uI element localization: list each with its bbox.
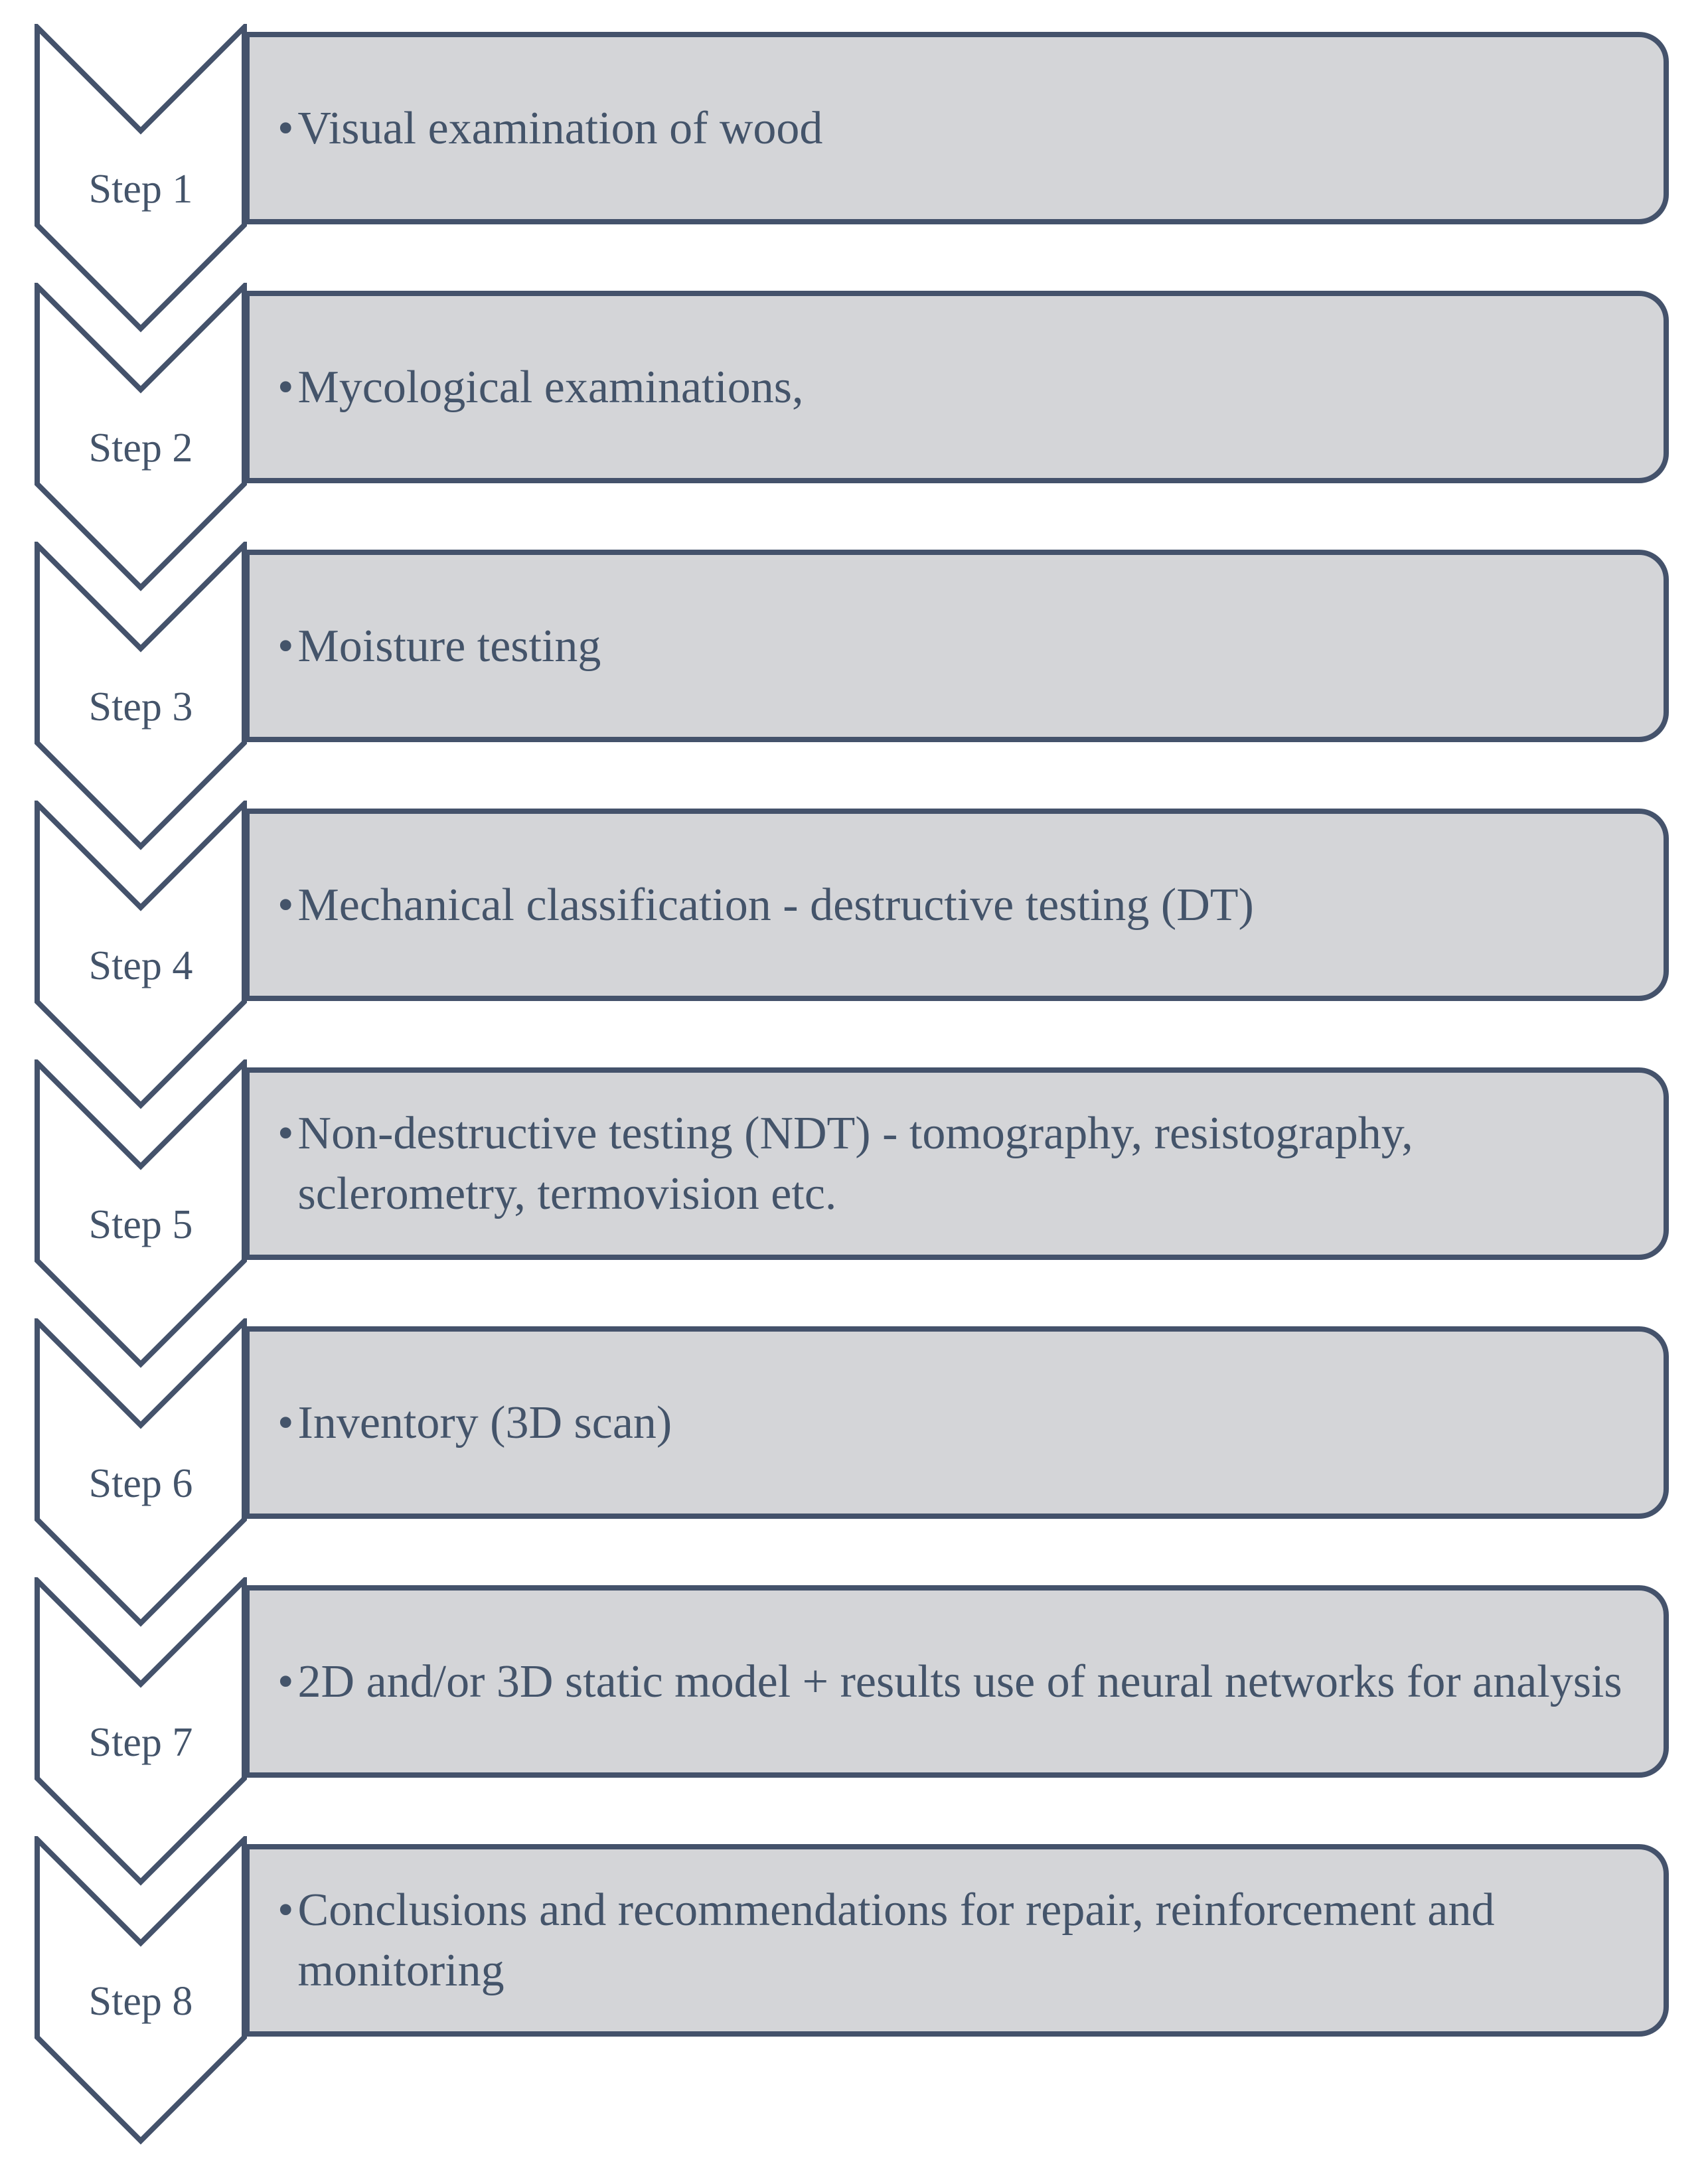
bullet-icon: • <box>277 1885 294 1936</box>
process-step-6: Step 6 • Inventory (3D scan) <box>0 1294 1708 1627</box>
bullet-icon: • <box>277 361 294 413</box>
chevron-arrow-icon <box>35 801 247 1109</box>
step-label: Step 1 <box>88 167 193 212</box>
step-description: Visual examination of wood <box>297 102 823 154</box>
step-description: Moisture testing <box>297 620 601 672</box>
process-step-5: Step 5 • Non-destructive testing (NDT) -… <box>0 1036 1708 1368</box>
process-step-3: Step 3 • Moisture testing <box>0 518 1708 850</box>
chevron-arrow-icon <box>35 1318 247 1627</box>
step-description: Inventory (3D scan) <box>297 1397 672 1448</box>
bullet-item: • Conclusions and recommendations for re… <box>277 1880 1627 2001</box>
step-label: Step 2 <box>88 426 193 471</box>
step-description: Conclusions and recommendations for repa… <box>297 1885 1495 1996</box>
chevron-arrow-icon <box>35 1577 247 1886</box>
step-box: • Mycological examinations, <box>244 291 1669 483</box>
chevron-arrow-icon <box>35 24 247 333</box>
step-label: Step 4 <box>88 943 193 988</box>
bullet-item: • Moisture testing <box>277 616 1627 676</box>
step-description: Mechanical classification - destructive … <box>297 879 1254 931</box>
step-label: Step 5 <box>88 1202 193 1247</box>
step-box: • Conclusions and recommendations for re… <box>244 1844 1669 2037</box>
step-box: • Moisture testing <box>244 550 1669 742</box>
chevron-arrow-icon <box>35 1059 247 1368</box>
step-box: • Inventory (3D scan) <box>244 1326 1669 1519</box>
process-step-8: Step 8 • Conclusions and recommendations… <box>0 1812 1708 2145</box>
bullet-item: • Mycological examinations, <box>277 357 1627 418</box>
bullet-item: • 2D and/or 3D static model + results us… <box>277 1652 1627 1712</box>
step-label: Step 3 <box>88 684 193 730</box>
process-step-4: Step 4 • Mechanical classification - des… <box>0 777 1708 1109</box>
chevron-arrow-icon <box>35 542 247 850</box>
bullet-icon: • <box>277 879 294 931</box>
process-step-2: Step 2 • Mycological examinations, <box>0 259 1708 591</box>
process-step-7: Step 7 • 2D and/or 3D static model + res… <box>0 1553 1708 1886</box>
step-box: • Visual examination of wood <box>244 32 1669 224</box>
process-step-1: Step 1 • Visual examination of wood <box>0 0 1708 333</box>
bullet-icon: • <box>277 102 294 154</box>
step-box: • Non-destructive testing (NDT) - tomogr… <box>244 1067 1669 1260</box>
chevron-arrow-icon <box>35 1836 247 2145</box>
chevron-arrow-icon <box>35 283 247 591</box>
step-description: Non-destructive testing (NDT) - tomograp… <box>297 1108 1413 1219</box>
step-box: • 2D and/or 3D static model + results us… <box>244 1585 1669 1778</box>
bullet-item: • Inventory (3D scan) <box>277 1393 1627 1453</box>
bullet-icon: • <box>277 620 294 672</box>
bullet-item: • Non-destructive testing (NDT) - tomogr… <box>277 1103 1627 1224</box>
bullet-item: • Mechanical classification - destructiv… <box>277 875 1627 935</box>
step-box: • Mechanical classification - destructiv… <box>244 809 1669 1001</box>
step-label: Step 8 <box>88 1979 193 2024</box>
bullet-icon: • <box>277 1397 294 1448</box>
step-description: Mycological examinations, <box>297 361 804 413</box>
bullet-icon: • <box>277 1656 294 1707</box>
bullet-icon: • <box>277 1108 294 1159</box>
bullet-item: • Visual examination of wood <box>277 98 1627 159</box>
step-label: Step 6 <box>88 1461 193 1506</box>
step-label: Step 7 <box>88 1720 193 1765</box>
step-description: 2D and/or 3D static model + results use … <box>297 1656 1622 1707</box>
